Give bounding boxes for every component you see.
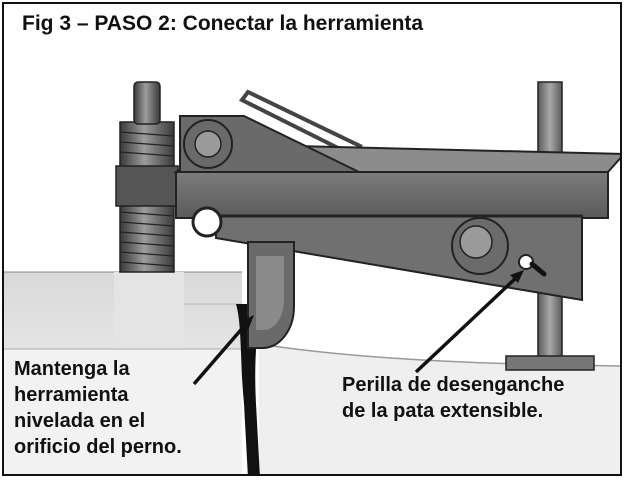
callout-release-knob: Perilla de desenganche de la pata extens… <box>342 372 612 424</box>
callout-left-line-1: Mantenga la <box>14 358 130 380</box>
figure-title: Fig 3 – PASO 2: Conectar la herramienta <box>22 12 424 35</box>
callout-left-line-2: herramienta <box>14 384 129 406</box>
tool-illustration <box>4 81 620 474</box>
callout-left-line-3: nivelada en el <box>14 410 146 432</box>
callout-arrow-left <box>192 315 254 386</box>
threaded-bolt <box>115 81 179 273</box>
callout-level-tool: Mantenga la herramienta nivelada en el o… <box>14 356 264 460</box>
figure-frame: Fig 3 – PASO 2: Conectar la herramienta <box>2 2 622 476</box>
callout-right-line-1: Perilla de desenganche <box>342 374 565 396</box>
callout-arrow-right <box>414 270 524 374</box>
lower-pivot <box>191 206 223 238</box>
flange-surface <box>4 271 620 474</box>
tool-handle <box>238 89 363 159</box>
callout-right-line-2: de la pata extensible. <box>342 400 544 422</box>
leg-release-knob <box>518 254 547 277</box>
callout-left-line-4: orificio del perno. <box>14 436 182 458</box>
